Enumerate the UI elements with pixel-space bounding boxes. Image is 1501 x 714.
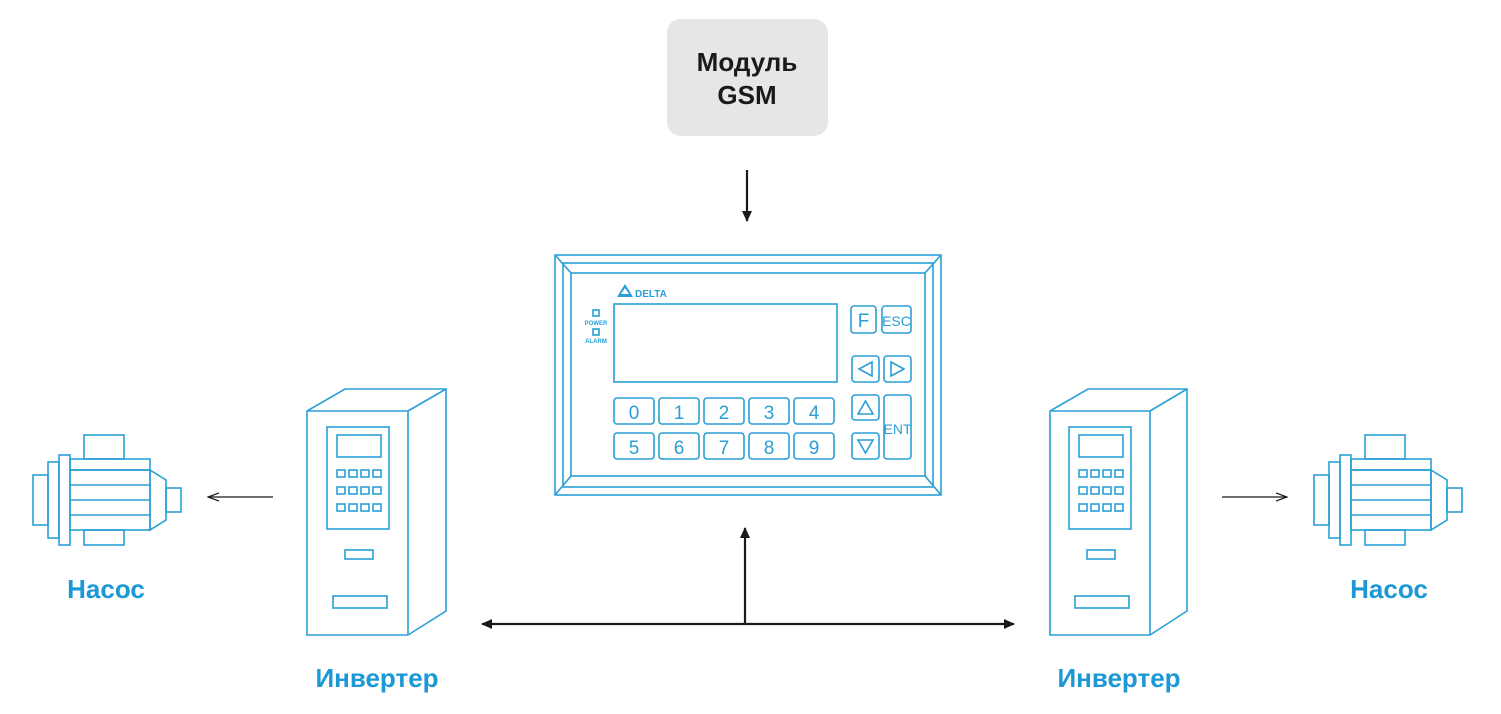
digit-key-label: 2 xyxy=(719,403,730,424)
key-f[interactable]: F xyxy=(850,305,877,334)
digit-key-3[interactable]: 3 xyxy=(748,397,790,425)
left-pump-label: Насос xyxy=(67,574,145,604)
key-left[interactable] xyxy=(851,355,880,383)
digit-key-label: 9 xyxy=(809,438,820,459)
delta-logo: DELTA xyxy=(617,284,667,300)
digit-key-0[interactable]: 0 xyxy=(613,397,655,425)
arrow-up-icon xyxy=(856,399,875,415)
digit-key-label: 8 xyxy=(764,438,775,459)
power-led-icon xyxy=(592,309,600,317)
arrow-down-icon xyxy=(856,439,875,455)
digit-key-label: 0 xyxy=(629,403,640,424)
left-pump-icon xyxy=(32,434,182,546)
bus-arrows xyxy=(481,527,1015,629)
digit-key-7[interactable]: 7 xyxy=(703,432,745,460)
left-inverter xyxy=(306,388,447,636)
gsm-module-line1: Модуль xyxy=(697,47,798,77)
brand-label: DELTA xyxy=(635,289,667,300)
alarm-led-icon xyxy=(592,328,600,336)
right-pump-label: Насос xyxy=(1350,574,1428,604)
hmi-panel: DELTA POWER ALARM F ESC xyxy=(554,254,942,496)
digit-key-label: 6 xyxy=(674,438,685,459)
digit-key-label: 4 xyxy=(809,403,820,424)
key-f-label: F xyxy=(858,311,870,332)
digit-key-label: 5 xyxy=(629,438,640,459)
digit-key-label: 3 xyxy=(764,403,775,424)
key-esc-label: ESC xyxy=(882,313,911,329)
digit-key-9[interactable]: 9 xyxy=(793,432,835,460)
key-ent-label: ENT xyxy=(884,421,912,437)
arrow-left-icon xyxy=(857,360,873,378)
right-inverter-label: Инвертер xyxy=(1057,663,1180,693)
key-esc[interactable]: ESC xyxy=(881,305,912,334)
digit-key-label: 1 xyxy=(674,403,685,424)
gsm-module: Модуль GSM xyxy=(667,19,828,136)
inverter-outline-icon xyxy=(1049,388,1188,636)
digit-key-label: 7 xyxy=(719,438,730,459)
inverter-outline-icon xyxy=(306,388,447,636)
key-up[interactable] xyxy=(851,394,880,421)
alarm-label: ALARM xyxy=(585,339,607,345)
digit-key-4[interactable]: 4 xyxy=(793,397,835,425)
key-down[interactable] xyxy=(851,432,880,460)
digit-key-5[interactable]: 5 xyxy=(613,432,655,460)
arrow-right-icon xyxy=(890,360,906,378)
key-right[interactable] xyxy=(883,355,912,383)
right-inverter xyxy=(1049,388,1188,636)
right-pump-icon xyxy=(1313,434,1463,546)
key-ent[interactable]: ENT xyxy=(883,394,912,460)
digit-key-8[interactable]: 8 xyxy=(748,432,790,460)
gsm-module-line2: GSM xyxy=(717,80,776,110)
digit-key-1[interactable]: 1 xyxy=(658,397,700,425)
hmi-screen xyxy=(613,303,838,383)
digit-key-2[interactable]: 2 xyxy=(703,397,745,425)
digit-key-6[interactable]: 6 xyxy=(658,432,700,460)
power-label: POWER xyxy=(585,321,608,327)
left-inverter-label: Инвертер xyxy=(315,663,438,693)
